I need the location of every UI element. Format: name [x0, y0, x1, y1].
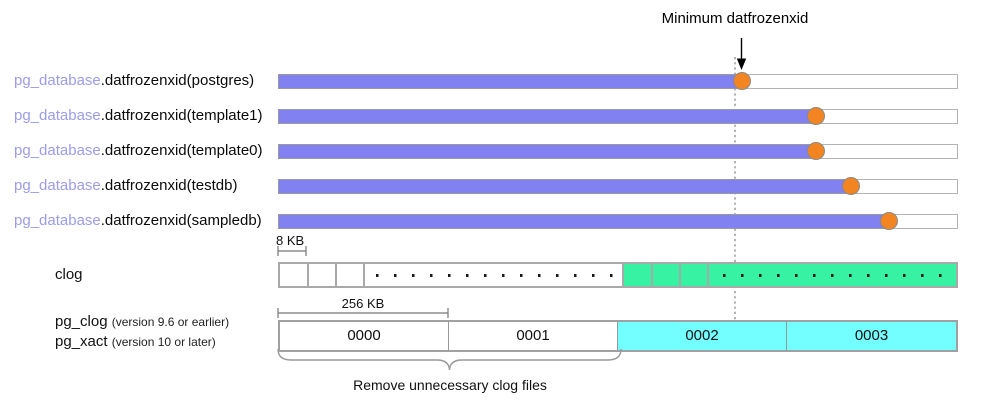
ellipsis-dots — [376, 274, 616, 277]
xid-bar — [278, 109, 817, 124]
remove-files-brace — [277, 348, 622, 371]
row-label-template0: pg_database.datfrozenxid(template0) — [14, 142, 263, 159]
clog-file-0002: 0002 — [618, 322, 787, 350]
xid-marker — [880, 212, 898, 230]
annotation-title: Minimum datfrozenxid — [661, 10, 809, 27]
pg-database-text: pg_database — [14, 107, 101, 124]
xid-marker — [807, 107, 825, 125]
clog-cell-divider — [363, 264, 365, 286]
down-arrow-icon — [736, 38, 747, 70]
remove-note: Remove unnecessary clog files — [353, 377, 547, 393]
clog-cell-divider — [335, 264, 337, 286]
xid-marker — [807, 142, 825, 160]
clog-label: clog — [55, 266, 83, 283]
xid-marker — [733, 72, 751, 90]
clog-cell-divider — [679, 264, 681, 286]
clog-cell-divider — [651, 264, 653, 286]
pgclog-label: pg_clog (version 9.6 or earlier) pg_xact… — [55, 312, 229, 352]
clog-cell-divider — [307, 264, 309, 286]
clog-cell-divider — [707, 264, 709, 286]
row-label-sampledb: pg_database.datfrozenxid(sampledb) — [14, 212, 262, 229]
pg-database-text: pg_database — [14, 212, 101, 229]
clog-file-0000: 0000 — [280, 322, 449, 350]
pgclog-name: pg_clog — [55, 313, 108, 330]
xid-bar — [278, 179, 852, 194]
ellipsis-dots — [723, 274, 955, 277]
xid-track — [278, 142, 958, 160]
xid-bar — [278, 214, 890, 229]
xid-track — [278, 212, 958, 230]
xid-bar — [278, 74, 743, 89]
pg-database-text: pg_database — [14, 72, 101, 89]
clog-files-strip: 0000 0001 0002 0003 — [278, 320, 958, 352]
row-label-template1: pg_database.datfrozenxid(template1) — [14, 107, 263, 124]
pgxact-version-note: (version 10 or later) — [111, 335, 216, 349]
file-size-label: 256 KB — [341, 296, 385, 311]
pgxact-name: pg_xact — [55, 333, 108, 350]
clog-strip — [278, 262, 958, 288]
pgclog-version-note: (version 9.6 or earlier) — [111, 315, 230, 329]
row-label-postgres: pg_database.datfrozenxid(postgres) — [14, 72, 255, 89]
clog-file-0001: 0001 — [449, 322, 618, 350]
page-size-label: 8 KB — [276, 233, 305, 248]
pg-database-text: pg_database — [14, 142, 101, 159]
xid-marker — [842, 177, 860, 195]
xid-track — [278, 177, 958, 195]
row-label-testdb: pg_database.datfrozenxid(testdb) — [14, 177, 238, 194]
xid-track — [278, 72, 958, 90]
xid-track — [278, 107, 958, 125]
clog-file-0003: 0003 — [787, 322, 956, 350]
xid-bar — [278, 144, 817, 159]
pg-database-text: pg_database — [14, 177, 101, 194]
